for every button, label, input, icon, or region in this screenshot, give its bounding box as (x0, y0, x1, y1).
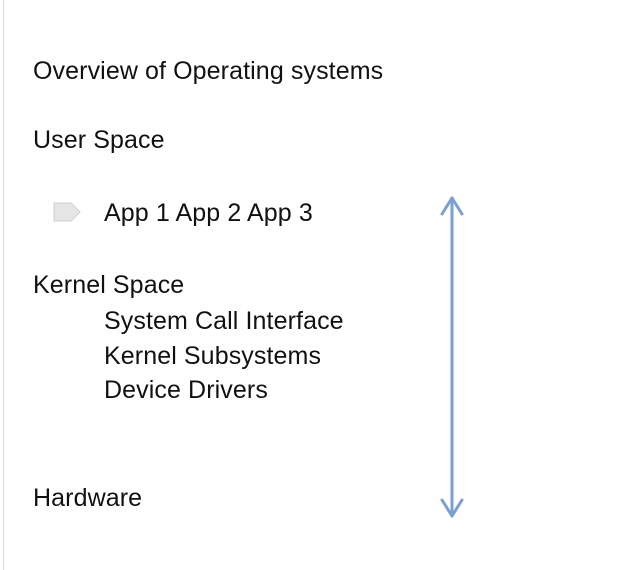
hardware-label: Hardware (33, 484, 143, 512)
double-headed-arrow (440, 196, 464, 518)
kernel-item-system-call-interface: System Call Interface (104, 307, 344, 335)
arrow-head-bottom (440, 498, 464, 518)
kernel-item-kernel-subsystems: Kernel Subsystems (104, 342, 322, 370)
diagram-title: Overview of Operating systems (33, 57, 384, 85)
arrow-head-top (440, 196, 464, 216)
kernel-space-label: Kernel Space (33, 271, 185, 299)
left-border-line (3, 0, 4, 570)
tag-icon (53, 202, 81, 222)
user-space-label: User Space (33, 126, 165, 154)
kernel-item-device-drivers: Device Drivers (104, 376, 268, 404)
user-space-apps: App 1 App 2 App 3 (104, 199, 313, 227)
